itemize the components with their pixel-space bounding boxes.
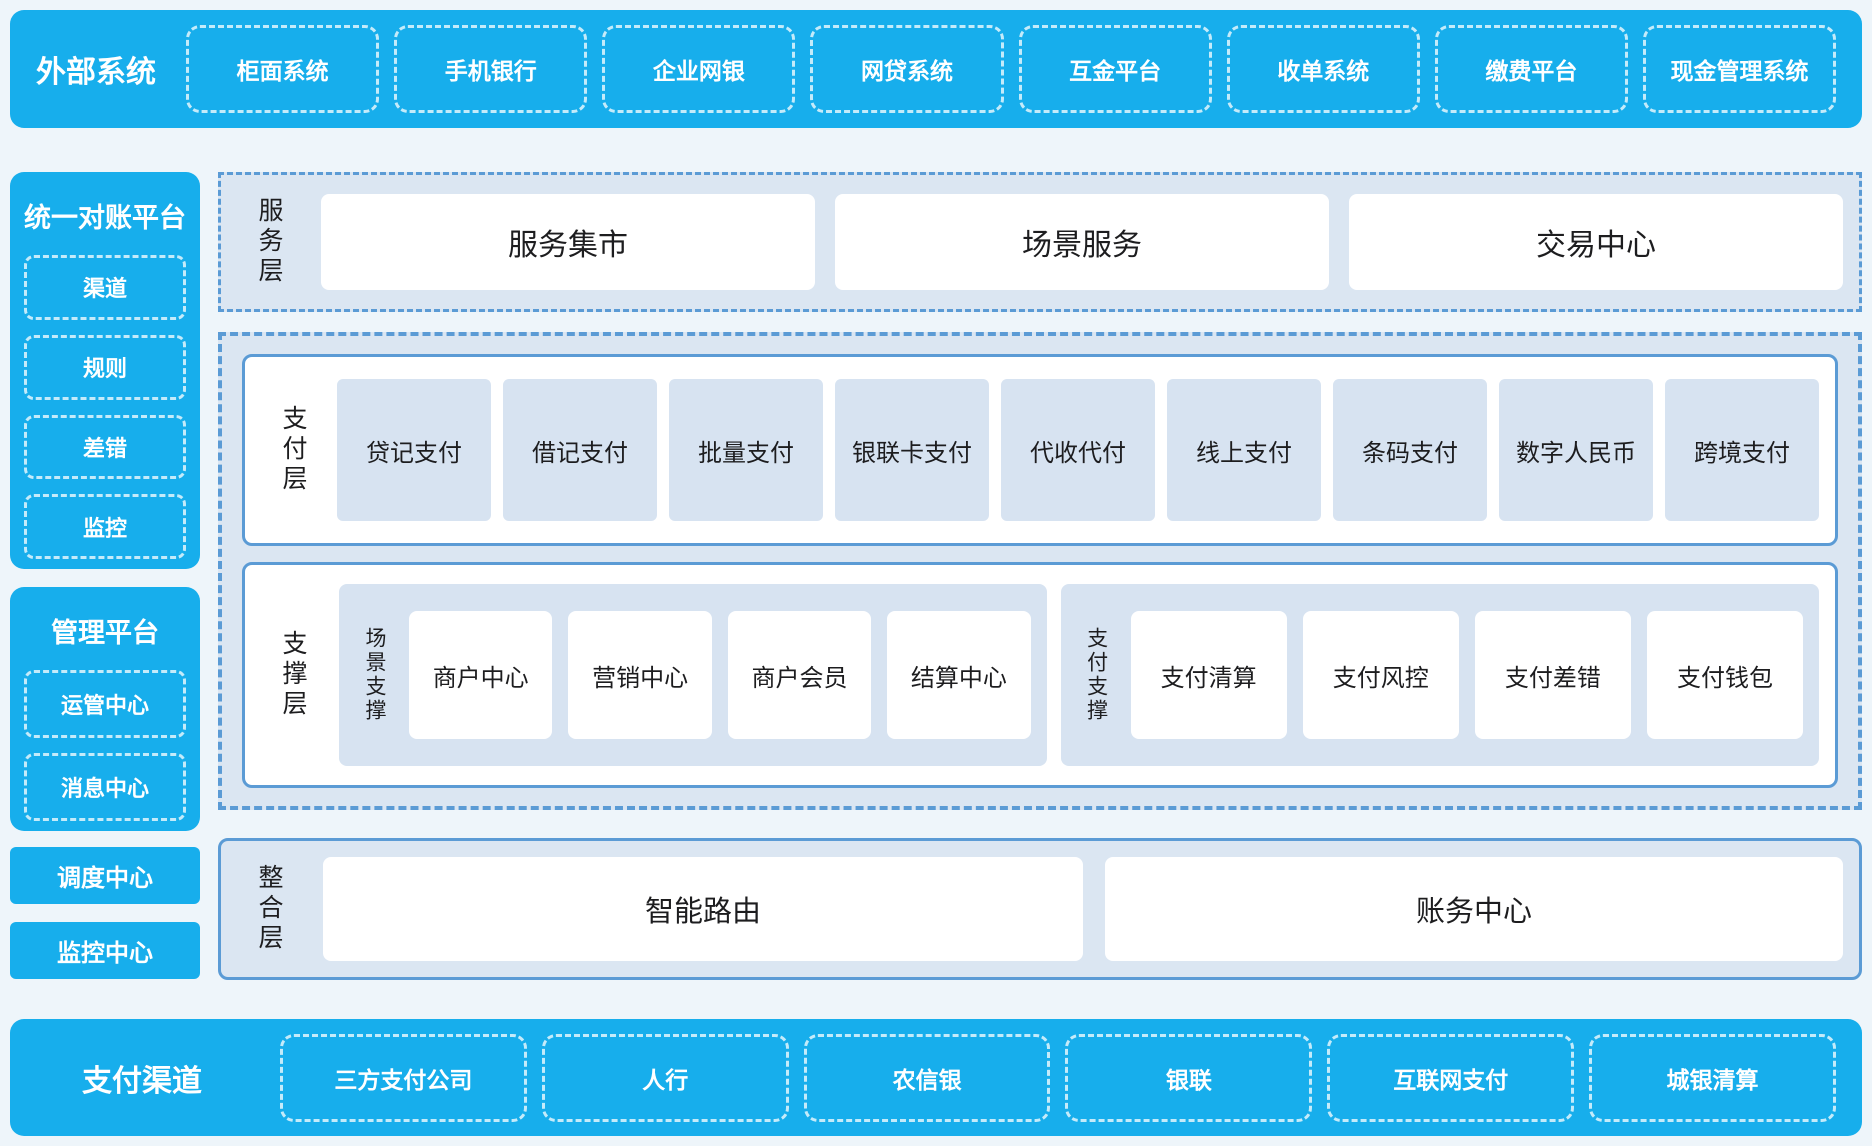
main-layers-column: 服务层 服务集市 场景服务 交易中心 支付层 贷记支付 借记支付 批量支付 银联… [218,172,1862,985]
external-system-chip: 网贷系统 [810,25,1004,113]
management-platform-items: 运管中心 消息中心 [24,670,186,821]
payment-channels-bar: 支付渠道 三方支付公司 人行 农信银 银联 互联网支付 城银清算 [10,1019,1862,1136]
monitor-center-box: 监控中心 [10,922,200,979]
service-box: 交易中心 [1349,194,1843,290]
scene-support-label: 场景支撑 [363,627,386,723]
payment-layer: 支付层 贷记支付 借记支付 批量支付 银联卡支付 代收代付 线上支付 条码支付 … [242,354,1838,546]
payment-tile: 银联卡支付 [835,379,989,521]
external-systems-title: 外部系统 [36,56,156,89]
payment-tile: 线上支付 [1167,379,1321,521]
payment-support-tile: 支付风控 [1302,611,1459,739]
dispatch-center-box: 调度中心 [10,847,200,904]
payment-support-tile: 支付钱包 [1646,611,1804,739]
payment-channel-chip: 城银清算 [1589,1033,1836,1122]
service-box: 场景服务 [835,194,1329,290]
integration-layer: 整合层 智能路由 账务中心 [218,838,1862,980]
payment-channel-chip: 银联 [1065,1033,1313,1122]
payment-channel-chip: 三方支付公司 [280,1033,527,1122]
payment-channels-title: 支付渠道 [82,1064,202,1098]
recon-item-chip: 规则 [24,334,186,400]
payment-tile: 数字人民币 [1499,379,1653,521]
mgmt-item-chip: 消息中心 [24,753,186,821]
integration-layer-label: 整合层 [255,864,283,954]
service-box: 服务集市 [321,194,815,290]
reconciliation-platform-items: 渠道 规则 差错 监控 [24,255,186,559]
payment-support-label: 支付支撑 [1084,627,1108,723]
scene-support-group: 场景支撑 商户中心 营销中心 商户会员 结算中心 [339,584,1047,766]
scene-support-tile: 营销中心 [568,611,712,739]
payment-tile: 批量支付 [669,379,823,521]
support-layer: 支撑层 场景支撑 商户中心 营销中心 商户会员 结算中心 支付支撑 支付清算 支… [242,562,1838,788]
payment-tile: 跨境支付 [1665,379,1819,521]
payment-channel-chip: 人行 [541,1033,789,1122]
payment-support-tile: 支付差错 [1474,611,1631,739]
scene-support-tile: 商户中心 [409,611,553,739]
management-platform-block: 管理平台 运管中心 消息中心 [10,587,200,831]
integration-box: 账务中心 [1105,857,1843,961]
support-layer-label: 支撑层 [279,630,307,720]
payment-support-wrapper: 支付层 贷记支付 借记支付 批量支付 银联卡支付 代收代付 线上支付 条码支付 … [218,332,1862,810]
reconciliation-platform-title: 统一对账平台 [24,203,186,233]
left-sidebar: 统一对账平台 渠道 规则 差错 监控 管理平台 运管中心 消息中心 调度中心 监… [10,172,200,985]
external-system-chip: 互金平台 [1018,25,1212,113]
payment-tile: 借记支付 [503,379,657,521]
middle-region: 统一对账平台 渠道 规则 差错 监控 管理平台 运管中心 消息中心 调度中心 监… [10,172,1862,985]
payment-support-group: 支付支撑 支付清算 支付风控 支付差错 支付钱包 [1060,584,1819,766]
payment-tile: 贷记支付 [337,379,491,521]
external-systems-chips: 柜面系统 手机银行 企业网银 网贷系统 互金平台 收单系统 缴费平台 现金管理系… [186,25,1836,113]
external-system-chip: 现金管理系统 [1642,25,1836,113]
service-layer: 服务层 服务集市 场景服务 交易中心 [218,172,1862,312]
payment-layer-label: 支付层 [279,405,307,495]
payment-support-tile: 支付清算 [1130,611,1287,739]
management-platform-title: 管理平台 [51,618,159,648]
integration-box: 智能路由 [323,857,1084,961]
recon-item-chip: 监控 [24,494,186,559]
scene-support-tile: 结算中心 [887,611,1031,739]
payment-channels-chips: 三方支付公司 人行 农信银 银联 互联网支付 城银清算 [280,1033,1836,1122]
service-layer-label: 服务层 [255,197,283,287]
recon-item-chip: 差错 [24,414,186,480]
external-system-chip: 手机银行 [394,25,588,113]
recon-item-chip: 渠道 [24,255,186,320]
scene-support-tile: 商户会员 [727,611,872,739]
external-systems-bar: 外部系统 柜面系统 手机银行 企业网银 网贷系统 互金平台 收单系统 缴费平台 … [10,10,1862,128]
external-system-chip: 收单系统 [1226,25,1420,113]
mgmt-item-chip: 运管中心 [24,670,186,738]
external-system-chip: 缴费平台 [1434,25,1628,113]
payment-tile: 条码支付 [1333,379,1487,521]
payment-channel-chip: 互联网支付 [1327,1033,1575,1122]
payment-channel-chip: 农信银 [803,1033,1051,1122]
reconciliation-platform-block: 统一对账平台 渠道 规则 差错 监控 [10,172,200,569]
payment-tile: 代收代付 [1001,379,1155,521]
external-system-chip: 柜面系统 [186,25,380,113]
external-system-chip: 企业网银 [602,25,796,113]
